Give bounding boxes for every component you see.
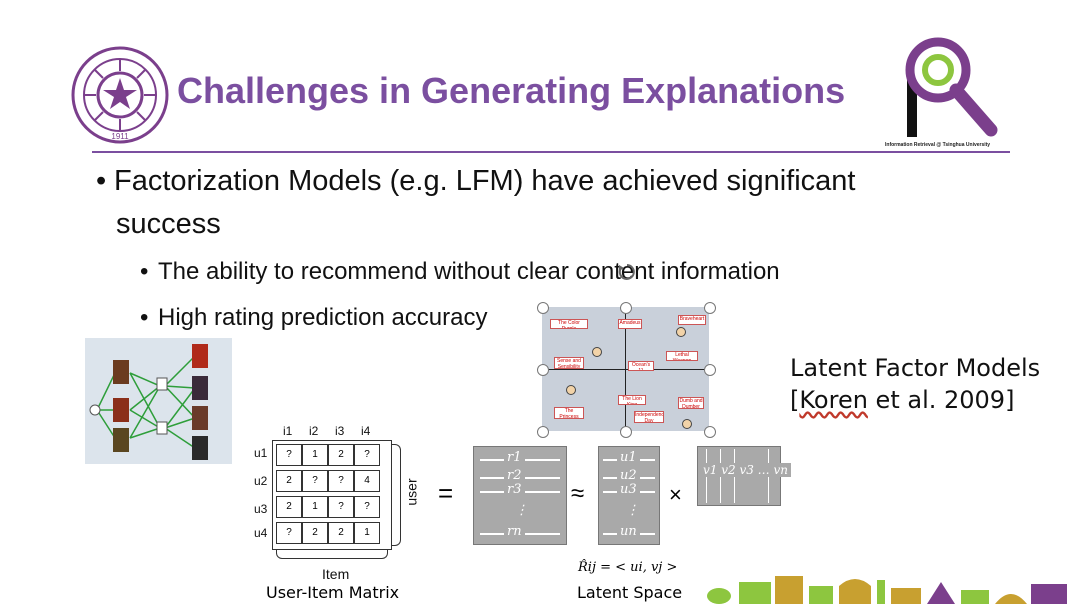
row-header: u4 <box>254 526 268 540</box>
matrix-cell: ? <box>354 496 380 518</box>
prediction-formula: R̂ij = < ui, vj > <box>578 560 678 575</box>
matrix-cell: 4 <box>354 470 380 492</box>
citation-author: Koren <box>799 386 868 414</box>
face-icon <box>566 385 576 395</box>
bullet-text: The ability to recommend without clear c… <box>158 258 780 285</box>
movie-label: The Princess Diaries <box>554 407 584 419</box>
matrix-grid <box>272 440 392 550</box>
matrix-cell: 2 <box>276 496 302 518</box>
matrix-cell: ? <box>276 522 302 544</box>
bullet-factorization-models-cont: success <box>116 208 221 240</box>
times-sign: × <box>669 482 682 507</box>
movie-label: Ocean's 11 <box>628 361 654 371</box>
user-item-matrix: i1 i2 i3 i4 u1 u2 u3 u4 ? 1 2 ? 2 ? ? 4 … <box>250 422 430 602</box>
movie-label: Lethal Weapon <box>666 351 698 361</box>
resize-handle[interactable] <box>537 426 549 438</box>
movie-label: The Lion King <box>618 395 646 405</box>
resize-handle[interactable] <box>537 302 549 314</box>
row-vector-label: rn <box>504 524 525 539</box>
row-header: u2 <box>254 474 268 488</box>
equals-sign: = <box>438 478 454 508</box>
matrix-cell: 2 <box>302 522 328 544</box>
user-brace <box>392 444 401 546</box>
matrix-cell: 2 <box>328 444 354 466</box>
movie-label: Dumb and Dumber <box>678 397 704 409</box>
row-header: u3 <box>254 502 268 516</box>
recommendation-network-image <box>85 338 232 464</box>
matrix-cell: 1 <box>302 444 328 466</box>
col-header: i4 <box>361 424 371 438</box>
caption-line-1: Latent Factor Models <box>790 354 1041 382</box>
movie-label: Sense and Sensibility <box>554 357 584 369</box>
row-vector-label: r1 <box>504 450 525 465</box>
item-factor-panel: v1 v2 v3 … vn <box>697 446 792 506</box>
item-axis-label: Item <box>322 566 350 582</box>
row-vector-label: ⋮ <box>512 503 531 518</box>
col-header: i3 <box>335 424 345 438</box>
resize-handle[interactable] <box>620 302 632 314</box>
matrix-cell: ? <box>354 444 380 466</box>
university-seal-logo: 1911 <box>70 45 170 145</box>
col-header: i1 <box>283 424 293 438</box>
sub-bullet-no-content-info: •The ability to recommend without clear … <box>140 258 780 285</box>
ir-logo-caption: Information Retrieval @ Tsinghua Univers… <box>885 142 991 148</box>
matrix-cell: 2 <box>276 470 302 492</box>
resize-handle[interactable] <box>704 364 716 376</box>
title-divider <box>92 151 1010 153</box>
user-vector-label: u2 <box>617 468 640 483</box>
ir-magnifier-logo: Information Retrieval @ Tsinghua Univers… <box>885 30 1013 148</box>
rating-matrix-panel: r1 r2 r3 ⋮ rn <box>473 446 567 545</box>
item-brace <box>276 550 388 559</box>
matrix-cell: 2 <box>328 522 354 544</box>
resize-handle[interactable] <box>704 426 716 438</box>
matrix-title: User-Item Matrix <box>266 583 400 602</box>
face-icon <box>592 347 602 357</box>
matrix-cell: ? <box>328 496 354 518</box>
campus-skyline-decoration <box>705 568 1075 606</box>
svg-text:1911: 1911 <box>111 132 129 141</box>
col-header: i2 <box>309 424 319 438</box>
item-vector-labels: v1 v2 v3 … vn <box>700 463 792 477</box>
movie-label: The Color Purple <box>550 319 588 329</box>
matrix-cell: 1 <box>302 496 328 518</box>
user-vector-label: u1 <box>617 450 640 465</box>
latent-factor-movie-map[interactable]: The Color Purple Amadeus Braveheart Sens… <box>542 307 709 431</box>
row-vector-label: r2 <box>504 468 525 483</box>
movie-label: Braveheart <box>678 315 706 325</box>
matrix-cell: ? <box>276 444 302 466</box>
resize-handle[interactable] <box>620 426 632 438</box>
caption-rest: et al. 2009] <box>867 386 1015 414</box>
movie-label: Independence Day <box>634 411 664 423</box>
user-vector-label: ⋮ <box>623 503 642 518</box>
caption-bracket-open: [ <box>790 386 800 414</box>
bullet-factorization-models: •Factorization Models (e.g. LFM) have ac… <box>96 165 856 197</box>
sub-bullet-rating-accuracy: •High rating prediction accuracy <box>140 304 488 331</box>
bullet-text: High rating prediction accuracy <box>158 304 488 331</box>
resize-handle[interactable] <box>537 364 549 376</box>
bullet-text: Factorization Models (e.g. LFM) have ach… <box>114 165 856 197</box>
approx-sign: ≈ <box>571 480 585 507</box>
rotate-handle-icon[interactable] <box>618 263 636 281</box>
latent-factor-models-caption: Latent Factor Models [Koren et al. 2009] <box>790 352 1040 416</box>
user-factor-panel: u1 u2 u3 ⋮ un <box>598 446 660 545</box>
resize-handle[interactable] <box>704 302 716 314</box>
caption-line-2: [Koren et al. 2009] <box>790 384 1040 416</box>
row-header: u1 <box>254 446 268 460</box>
face-icon <box>676 327 686 337</box>
horizontal-axis <box>542 369 709 370</box>
user-axis-label: user <box>403 478 420 506</box>
row-vector-label: r3 <box>504 482 525 497</box>
matrix-cell: ? <box>302 470 328 492</box>
user-vector-label: un <box>617 524 640 539</box>
user-vector-label: u3 <box>617 482 640 497</box>
movie-label: Amadeus <box>618 319 642 329</box>
matrix-cell: 1 <box>354 522 380 544</box>
matrix-cell: ? <box>328 470 354 492</box>
latent-space-caption: Latent Space <box>577 583 683 602</box>
face-icon <box>682 419 692 429</box>
slide-title: Challenges in Generating Explanations <box>177 70 846 111</box>
